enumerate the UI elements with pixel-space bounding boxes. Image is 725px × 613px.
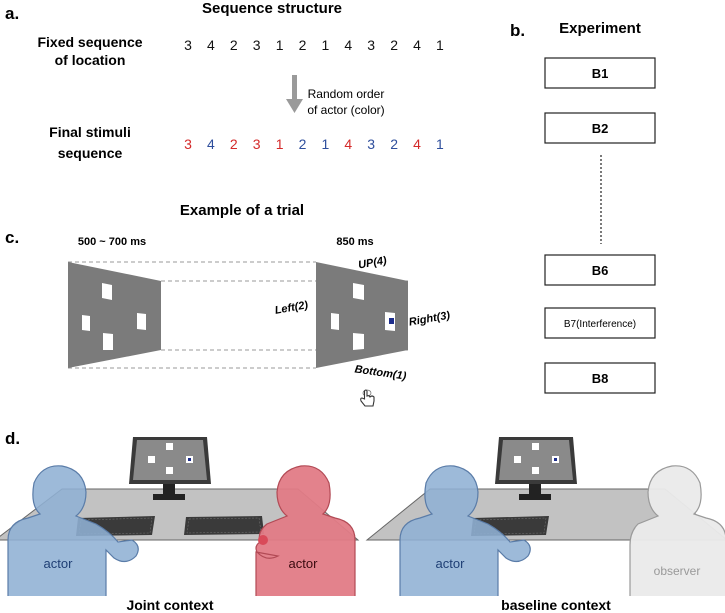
final-sequence-item: 1 (436, 136, 444, 152)
svg-text:B1: B1 (592, 66, 609, 81)
final-sequence-item: 4 (207, 136, 215, 152)
monitor-icon (129, 437, 211, 500)
panel-c: c. Example of a trial 500 ~ 700 ms 850 m… (5, 202, 451, 407)
fixed-sequence-item: 1 (436, 37, 444, 53)
stimulus-duration: 850 ms (336, 236, 373, 248)
block-b2: B2 (544, 112, 656, 144)
final-sequence-item: 4 (344, 136, 352, 152)
down-arrow-icon (286, 75, 303, 113)
final-sequence-item: 1 (322, 136, 330, 152)
panel-d-label: d. (5, 429, 20, 448)
target-dot (389, 318, 394, 324)
final-sequence-item: 3 (253, 136, 261, 152)
location-bottom-label: Bottom(1) (354, 363, 407, 382)
panel-b: b. Experiment B1 B2 B6 B7(Interference) … (510, 20, 656, 394)
block-b8: B8 (544, 362, 656, 394)
pointing-hand-icon (360, 389, 375, 407)
block-b6: B6 (544, 254, 656, 286)
panel-c-label: c. (5, 228, 19, 247)
actor-person-red (255, 465, 356, 596)
fixed-sequence-item: 2 (230, 37, 238, 53)
joint-context-caption: Joint context (126, 597, 213, 613)
left-actor-label: actor (44, 556, 74, 571)
final-sequence-item: 4 (413, 136, 421, 152)
location-up-label: UP(4) (357, 255, 388, 272)
trial-example-title: Example of a trial (180, 202, 304, 219)
fixation-duration: 500 ~ 700 ms (78, 236, 146, 248)
final-sequence-item: 1 (276, 136, 284, 152)
trial-screen-2 (316, 262, 408, 368)
panel-a-label: a. (5, 4, 19, 23)
fixed-sequence-item: 1 (276, 37, 284, 53)
experiment-title: Experiment (559, 20, 641, 37)
svg-text:B8: B8 (592, 371, 609, 386)
right-actor-label: actor (289, 556, 319, 571)
block-b1: B1 (544, 57, 656, 89)
panel-a: a. Sequence structure Fixed sequence of … (5, 0, 444, 161)
fixed-sequence-item: 3 (184, 37, 192, 53)
svg-text:B7(Interference): B7(Interference) (564, 319, 636, 330)
fixed-sequence-label-line2: of location (55, 52, 126, 68)
monitor-icon (495, 437, 577, 500)
baseline-actor-label: actor (436, 556, 466, 571)
fixed-sequence-item: 3 (367, 37, 375, 53)
panel-b-label: b. (510, 21, 525, 40)
panel-d: d. (0, 429, 725, 613)
final-sequence-label-line1: Final stimuli (49, 124, 131, 140)
final-sequence-item: 3 (367, 136, 375, 152)
actor-person-blue (7, 465, 139, 596)
joint-context-scene: actor actor (0, 437, 360, 596)
fixed-sequence-label-line1: Fixed sequence (37, 34, 142, 50)
arrow-note-line2: of actor (color) (307, 103, 384, 117)
final-sequence-item: 2 (299, 136, 307, 152)
fixed-sequence-item: 4 (344, 37, 352, 53)
fixed-sequence-item: 1 (322, 37, 330, 53)
actor-person-blue (399, 465, 531, 596)
block-b7-interference: B7(Interference) (544, 307, 656, 339)
trial-screen-1 (68, 262, 161, 368)
final-sequence-label-line2: sequence (58, 145, 123, 161)
baseline-context-caption: baseline context (501, 597, 611, 613)
fixed-sequence-item: 3 (253, 37, 261, 53)
location-left-label: Left(2) (274, 299, 310, 317)
final-sequence-item: 2 (390, 136, 398, 152)
fixed-sequence-item: 2 (299, 37, 307, 53)
fixed-sequence-item: 2 (390, 37, 398, 53)
svg-text:B6: B6 (592, 263, 609, 278)
fixed-sequence-item: 4 (413, 37, 421, 53)
baseline-context-scene: actor observer (365, 437, 725, 596)
keyboard-icon (184, 516, 264, 535)
final-sequence-item: 2 (230, 136, 238, 152)
location-right-label: Right(3) (408, 309, 451, 328)
arrow-note-line1: Random order (308, 87, 385, 101)
sequence-structure-title: Sequence structure (202, 0, 342, 17)
observer-label: observer (654, 564, 701, 578)
fixed-sequence-item: 4 (207, 37, 215, 53)
final-sequence-item: 3 (184, 136, 192, 152)
observer-person (629, 465, 725, 596)
svg-text:B2: B2 (592, 121, 609, 136)
